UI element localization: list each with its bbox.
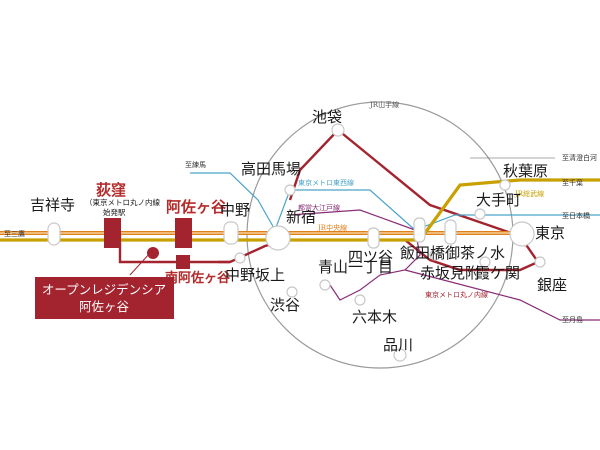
direction-chiba: 至千葉	[562, 178, 583, 187]
direction-tsukishima: 至月島	[562, 315, 583, 324]
marker-ikebukuro	[331, 123, 345, 137]
station-kichijoji: 吉祥寺	[30, 196, 75, 214]
direction-nerima: 至練馬	[185, 160, 206, 169]
direction-kiyosumi: 至清澄白河	[562, 153, 597, 162]
station-ogikubo-note-2: 始発駅	[103, 207, 126, 217]
label-tozai: 東京メトロ東西線	[298, 178, 354, 187]
station-iidabashi: 飯田橋	[400, 244, 445, 262]
marker-akihabara	[499, 179, 511, 191]
station-takadanobaba: 高田馬場	[241, 160, 301, 178]
marker-ogikubo	[104, 218, 121, 248]
property-name-line2: 阿佐ヶ谷	[79, 299, 130, 314]
marker-shinjuku	[265, 225, 291, 251]
oedo-tail	[404, 269, 600, 321]
marker-iidabashi	[413, 217, 426, 243]
marker-kichijoji	[47, 222, 61, 246]
marker-aoyama-itchome	[319, 279, 331, 291]
marker-nakano	[223, 221, 239, 245]
station-aoyama-itchome: 青山一丁目	[318, 258, 393, 276]
marker-otemachi	[474, 208, 486, 220]
marker-kasumigaseki	[479, 256, 491, 268]
marker-tokyo	[509, 221, 535, 247]
property-name-line1: オープンレジデンシア	[42, 282, 166, 297]
label-jr-sobu: JR総武線	[514, 189, 544, 198]
label-marunouchi: 東京メトロ丸ノ内線	[425, 290, 488, 299]
direction-mitaka: 至三鷹	[4, 229, 25, 238]
leader-property	[129, 252, 151, 276]
marker-asagaya	[175, 218, 192, 248]
station-minami-asagaya: 南阿佐ヶ谷	[165, 270, 231, 286]
marker-minami-asagaya	[176, 255, 190, 269]
marker-yotsuya	[367, 227, 380, 249]
marker-property	[147, 247, 159, 259]
station-ochanomizu: 御茶ノ水	[445, 244, 505, 262]
property-label-box: オープンレジデンシア 阿佐ヶ谷	[35, 277, 174, 319]
direction-nihonbashi: 至日本橋	[562, 211, 590, 220]
station-akihabara: 秋葉原	[503, 162, 548, 180]
marker-roppongi	[354, 294, 366, 306]
property-box	[35, 277, 174, 319]
station-nakano: 中野	[220, 201, 250, 219]
station-shibuya: 渋谷	[270, 296, 300, 314]
station-tokyo: 東京	[535, 224, 565, 242]
station-akasaka-mitsuke: 赤坂見附	[420, 264, 480, 282]
marker-takadanobaba	[284, 184, 296, 196]
marker-ginza	[534, 256, 546, 268]
marker-shibuya	[286, 286, 298, 298]
station-ikebukuro: 池袋	[312, 108, 342, 126]
label-oedo: 都営大江戸線	[298, 203, 340, 212]
station-roppongi: 六本木	[352, 308, 397, 326]
station-otemachi: 大手町	[476, 191, 521, 209]
station-ogikubo: 荻窪	[96, 181, 126, 199]
marunouchi-line	[118, 128, 540, 272]
station-shinjuku: 新宿	[286, 208, 316, 226]
station-yotsuya: 四ツ谷	[348, 248, 393, 266]
marker-shinagawa	[393, 348, 407, 362]
label-jr-yamanote: JR山手線	[369, 100, 399, 109]
station-asagaya: 阿佐ヶ谷	[166, 198, 227, 216]
station-nakano-sakaue: 中野坂上	[225, 266, 285, 284]
marker-akasaka-mitsuke	[429, 249, 441, 261]
marker-ochanomizu	[444, 219, 457, 245]
label-jr-chuo: JR中央線	[317, 223, 347, 232]
station-ginza: 銀座	[537, 276, 567, 294]
station-shinagawa: 品川	[383, 336, 413, 354]
station-ogikubo-note-1: （東京メトロ丸ノ内線	[85, 197, 160, 207]
marker-nakano-sakaue	[234, 252, 246, 264]
station-kasumigaseki: 霞ケ関	[475, 264, 520, 282]
